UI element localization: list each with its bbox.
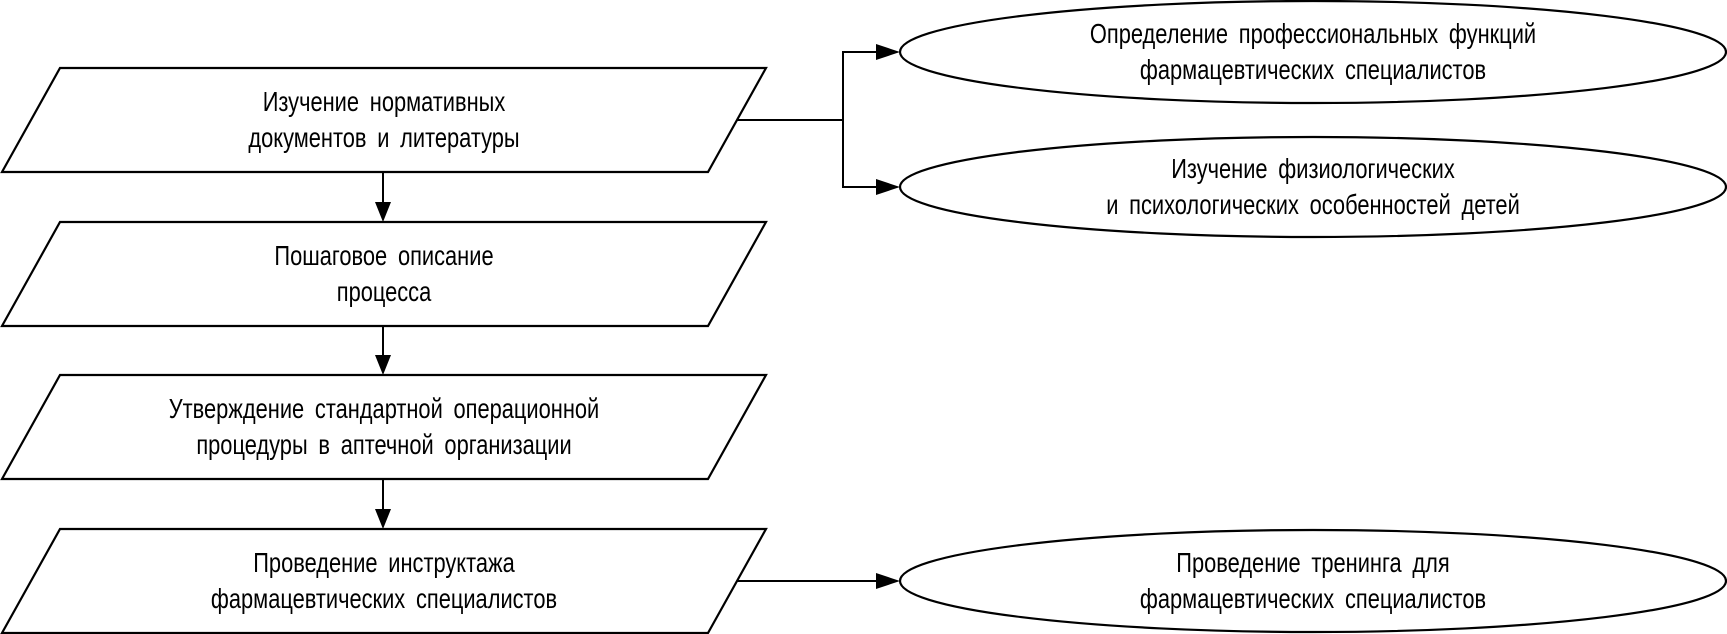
outcome2-label: Изучение физиологических и психологическ… [991, 137, 1635, 237]
step3-line2: процедуры в аптечной организации [196, 429, 572, 460]
step1-shape [0, 66, 768, 174]
outcome3-line2: фармацевтических специалистов [1139, 583, 1487, 614]
step4-label: Проведение инструктажа фармацевтических … [69, 529, 699, 633]
step3-label: Утверждение стандартной операционной про… [69, 375, 699, 479]
outcome3-label: Проведение тренинга для фармацевтических… [991, 531, 1635, 631]
outcome2-line1: Изучение физиологических [1171, 153, 1455, 184]
step2-label: Пошаговое описание процесса [69, 222, 699, 326]
edge-branch-out1 [842, 51, 882, 120]
step1-label: Изучение нормативных документов и литера… [69, 68, 699, 172]
step3-line1: Утверждение стандартной операционной [168, 393, 600, 424]
step3-shape [0, 373, 768, 481]
outcome1-line2: фармацевтических специалистов [1139, 54, 1487, 85]
arrowhead-out2 [876, 179, 900, 195]
arrowhead-out3 [876, 573, 900, 589]
step4-shape [0, 527, 768, 634]
arrowhead-step2 [375, 202, 391, 222]
outcome3-line1: Проведение тренинга для [1176, 547, 1450, 578]
step4-line2: фармацевтических специалистов [210, 583, 558, 614]
edge-branch-out2 [842, 120, 882, 188]
step2-shape [0, 220, 768, 328]
arrowhead-step4 [375, 509, 391, 529]
step2-line2: процесса [336, 276, 432, 307]
step1-line2: документов и литературы [248, 122, 520, 153]
arrowhead-step3 [375, 355, 391, 375]
outcome1-label: Определение профессиональных функций фар… [991, 2, 1635, 102]
arrowhead-out1 [876, 44, 900, 60]
step2-line1: Пошаговое описание [274, 240, 494, 271]
step1-line1: Изучение нормативных [262, 86, 506, 117]
outcome1-line1: Определение профессиональных функций [1089, 18, 1537, 49]
outcome2-line2: и психологических особенностей детей [1106, 189, 1520, 220]
step4-line1: Проведение инструктажа [253, 547, 515, 578]
